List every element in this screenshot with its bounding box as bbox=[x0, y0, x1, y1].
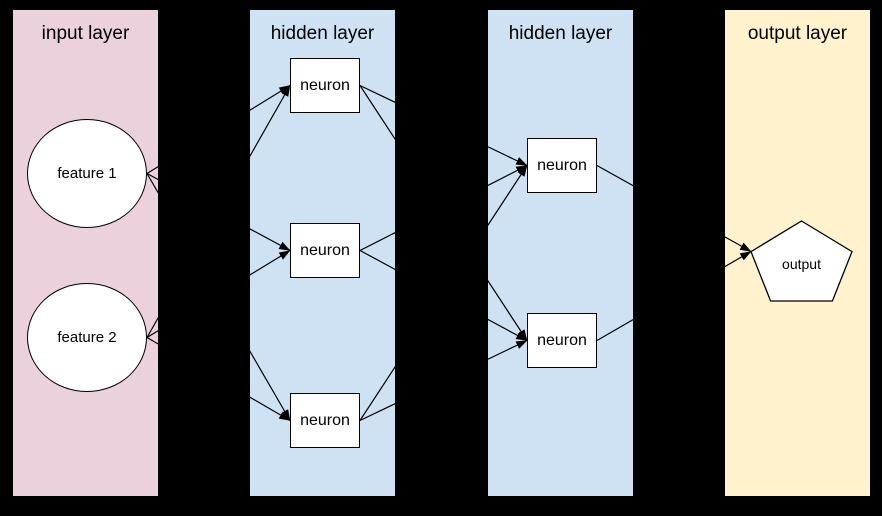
node-h1-neuron-3-label: neuron bbox=[300, 411, 350, 429]
node-h2-neuron-1[interactable]: neuron bbox=[527, 138, 597, 193]
hidden-layer-1-title: hidden layer bbox=[270, 23, 375, 44]
node-feature-1[interactable]: feature 1 bbox=[27, 119, 147, 228]
edge-feature-1-to-h1-neuron-3 bbox=[146, 173, 291, 422]
node-output[interactable]: output bbox=[750, 220, 853, 302]
edge-h1-neuron-3-to-h2-neuron-1 bbox=[359, 164, 528, 421]
edge-h1-neuron-2-to-h2-neuron-1 bbox=[359, 164, 528, 252]
node-h2-neuron-1-label: neuron bbox=[537, 156, 587, 174]
edge-h1-neuron-1-to-h2-neuron-2 bbox=[359, 85, 528, 342]
node-h1-neuron-3[interactable]: neuron bbox=[290, 393, 360, 448]
node-output-label: output bbox=[782, 256, 821, 272]
input-layer-title: input layer bbox=[41, 23, 130, 44]
edge-feature-1-to-h1-neuron-1 bbox=[146, 84, 291, 175]
edge-h2-neuron-2-to-output-node bbox=[596, 250, 752, 342]
edge-h1-neuron-2-to-h2-neuron-2 bbox=[359, 249, 528, 342]
edge-feature-2-to-h1-neuron-2 bbox=[146, 249, 291, 339]
node-h2-neuron-2[interactable]: neuron bbox=[527, 313, 597, 368]
node-h2-neuron-2-label: neuron bbox=[537, 331, 587, 349]
node-h1-neuron-2-label: neuron bbox=[300, 241, 350, 259]
edge-h1-neuron-1-to-h2-neuron-1 bbox=[359, 84, 528, 167]
edge-feature-2-to-h1-neuron-3 bbox=[146, 336, 291, 422]
hidden-layer-2-title: hidden layer bbox=[508, 23, 613, 44]
hidden-layer-2-band: hidden layer bbox=[488, 10, 633, 496]
node-h1-neuron-1-label: neuron bbox=[300, 76, 350, 94]
pentagon-shape bbox=[750, 220, 853, 302]
node-feature-2[interactable]: feature 2 bbox=[27, 283, 147, 392]
edge-h2-neuron-1-to-output-node bbox=[596, 164, 752, 253]
node-feature-1-label: feature 1 bbox=[57, 165, 117, 182]
edge-h1-neuron-3-to-h2-neuron-2 bbox=[359, 339, 528, 422]
node-feature-2-label: feature 2 bbox=[57, 329, 117, 346]
node-h1-neuron-2[interactable]: neuron bbox=[290, 223, 360, 278]
edge-feature-2-to-h1-neuron-1 bbox=[146, 84, 291, 338]
node-h1-neuron-1[interactable]: neuron bbox=[290, 58, 360, 113]
output-layer-title: output layer bbox=[747, 23, 848, 44]
input-layer-band: input layer bbox=[13, 10, 158, 496]
